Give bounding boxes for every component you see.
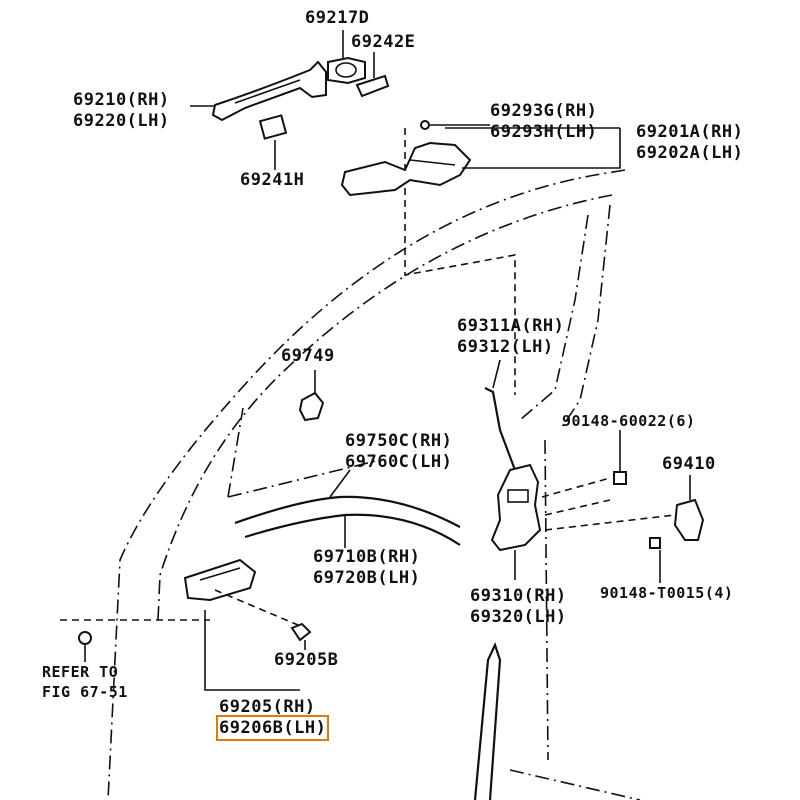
part-label-69750c: 69750C(RH): [345, 431, 453, 451]
clip-part: [290, 622, 312, 650]
part-label-69720b: 69720B(LH): [313, 568, 421, 588]
striker-part: [544, 475, 705, 541]
screw-t0015-part: [649, 537, 661, 583]
part-label-69310: 69310(RH): [470, 586, 567, 606]
part-label-69749: 69749: [281, 346, 335, 366]
refer-to-label: REFER TO: [42, 663, 119, 681]
part-label-69202a: 69202A(LH): [636, 143, 744, 163]
part-label-69320: 69320(LH): [470, 607, 567, 627]
door-lock-part: [490, 463, 542, 580]
handle-cap-part: [327, 30, 366, 85]
window-opening-dash: [404, 128, 516, 395]
refer-fastener-part: [78, 631, 92, 662]
part-label-69293g: 69293G(RH): [490, 101, 598, 121]
window-channel: [559, 204, 611, 431]
door-lower-edge: [509, 439, 641, 800]
window-frame-line: [519, 214, 589, 421]
part-label-69201a: 69201A(RH): [636, 122, 744, 142]
lift-channel-part: [473, 642, 502, 800]
door-frame-inner: [157, 194, 613, 621]
part-label-69242e: 69242E: [351, 32, 416, 52]
part-label-69410: 69410: [662, 454, 716, 474]
part-label-69760c: 69760C(LH): [345, 452, 453, 472]
part-label-90148-60022: 90148-60022(6): [562, 412, 696, 430]
gasket-part: [355, 52, 390, 98]
part-label-69293h: 69293H(LH): [490, 122, 598, 142]
part-label-69710b: 69710B(RH): [313, 547, 421, 567]
part-label-69205b: 69205B: [274, 650, 339, 670]
outside-handle-part: [190, 60, 327, 122]
window-glass-edge: [227, 407, 381, 498]
part-label-69220: 69220(LH): [73, 111, 170, 131]
part-label-69217d: 69217D: [305, 8, 370, 28]
part-label-69205: 69205(RH): [219, 697, 316, 717]
inside-handle-part: [60, 558, 300, 691]
part-label-90148-t0015: 90148-T0015(4): [600, 584, 734, 602]
lock-rod-part: [484, 359, 517, 471]
refer-figure-label: FIG 67-51: [42, 683, 128, 701]
part-label-69241h: 69241H: [240, 170, 305, 190]
cable-assembly-part: [234, 469, 461, 548]
part-label-69206b-highlighted[interactable]: 69206B(LH): [215, 715, 330, 741]
bracket-part: [298, 370, 325, 422]
handle-frame-part: [340, 120, 621, 197]
part-label-69311a: 69311A(RH): [457, 316, 565, 336]
pad-part: [258, 114, 288, 170]
part-label-69210: 69210(RH): [73, 90, 170, 110]
door-frame-outline: [107, 169, 626, 800]
screw-part: [541, 430, 627, 516]
part-label-69312: 69312(LH): [457, 337, 554, 357]
